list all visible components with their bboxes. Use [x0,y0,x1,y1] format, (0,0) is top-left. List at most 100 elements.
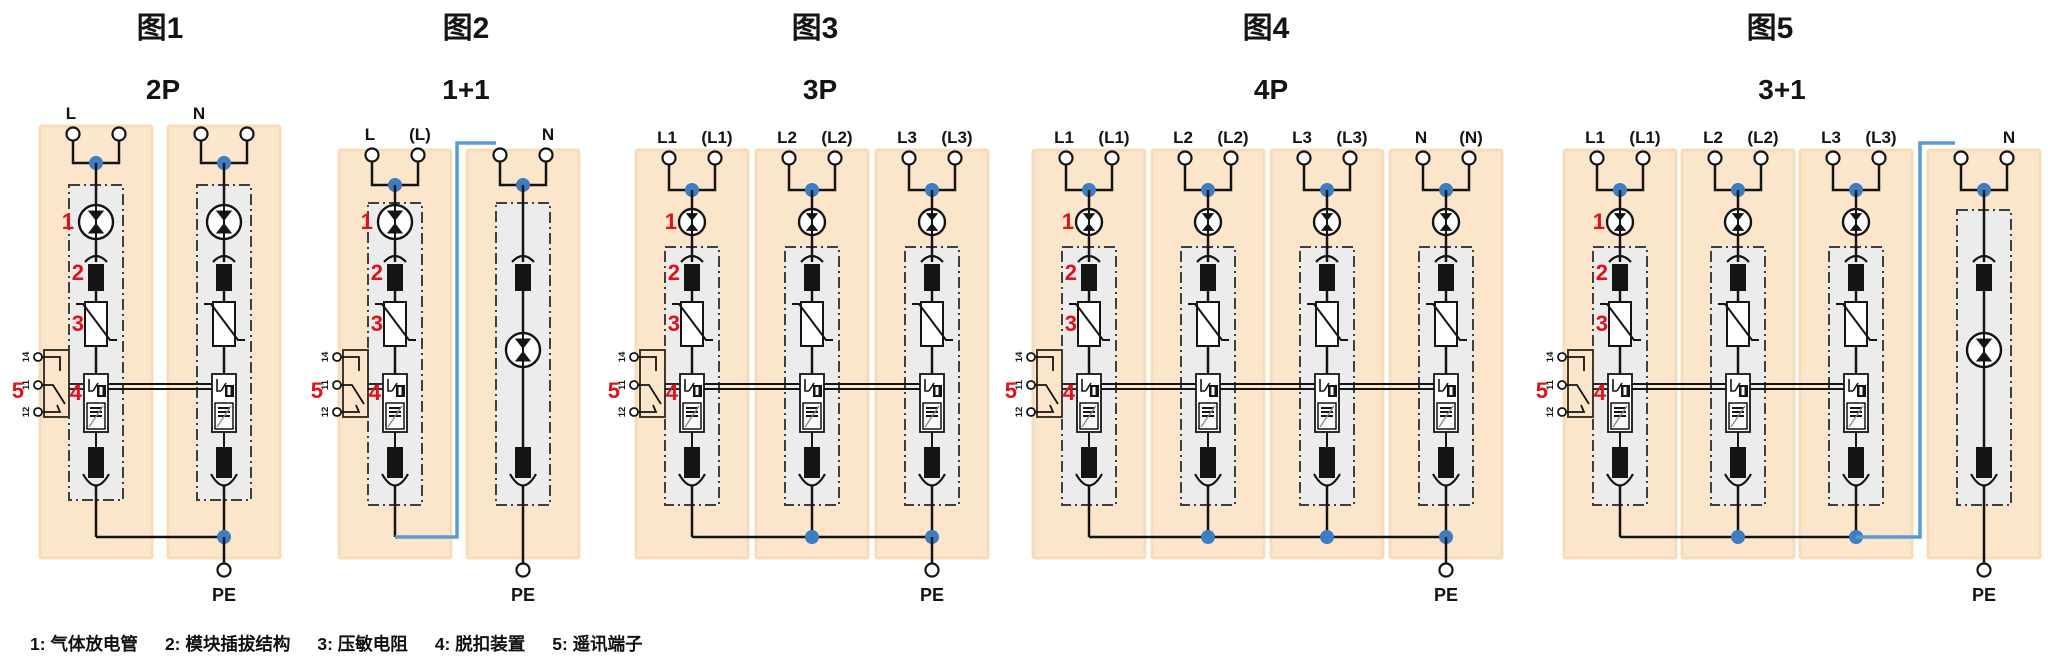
relay-terminal-number: 11 [21,379,32,390]
terminal-label: N [1415,128,1427,147]
terminal-label: L1 [1054,128,1074,147]
relay-terminal [1026,352,1036,362]
screw-terminal [1999,150,2015,166]
relay-terminal-number: 14 [320,351,331,362]
relay-terminal [1026,380,1036,390]
plug-contact-symbol [216,447,232,478]
screw-terminal [1825,150,1841,166]
figure-config: 1+1 [442,74,490,105]
screw-terminal [901,150,917,166]
varistor-symbol [1077,301,1101,347]
spd-module-column: L2(L2) [1150,128,1266,560]
relay-terminal-number: 11 [617,379,628,390]
terminal-label: L3 [1821,128,1841,147]
n-link-wire [395,141,496,539]
pe-terminal [1976,562,1992,578]
screw-terminal [1707,150,1723,166]
screw-terminal [410,147,426,163]
terminal-label: (L3) [1865,128,1896,147]
plug-contact-symbol [1976,447,1992,478]
callout-2: 2 [371,260,383,285]
screw-terminal [193,126,209,142]
plug-contact-symbol [383,254,407,263]
screw-terminal [827,150,843,166]
screw-terminal [1953,150,1969,166]
screw-terminal [1104,150,1120,166]
varistor-symbol [1726,301,1750,347]
relay-terminal-number: 12 [1014,407,1025,418]
callout-5: 5 [12,378,24,403]
terminal-label: (L) [409,125,431,144]
varistor-symbol [1315,301,1339,347]
figure-config: 2P [146,74,180,105]
relay-terminal-number: 12 [320,407,331,418]
relay-terminal [332,407,342,417]
spd-module-column: L2(L2) [754,128,870,560]
relay-terminal [332,352,342,362]
plug-contact-symbol [1612,447,1628,478]
plug-contact-symbol [1608,254,1632,263]
figure-title: 图5 [1747,12,1794,45]
terminal-label: (L1) [701,128,732,147]
varistor-symbol [1196,301,1220,347]
varistor-symbol [1608,301,1632,347]
callout-1: 1 [62,209,74,234]
varistor-symbol [383,301,407,347]
relay-terminal-number: 11 [1545,379,1556,390]
relay-terminal-number: 14 [1545,351,1556,362]
pe-label: PE [1972,585,1996,605]
screw-terminal [1753,150,1769,166]
screw-terminal [1296,150,1312,166]
screw-terminal [1223,150,1239,166]
plug-contact-symbol [1972,254,1996,263]
spd-module-column: N [166,104,282,560]
legend-item-1: 1: 气体放电管 [30,634,138,654]
screw-terminal [661,150,677,166]
plug-contact-symbol [804,447,820,478]
callout-5: 5 [1005,378,1017,403]
relay-terminal [332,380,342,390]
varistor-symbol [680,301,704,347]
junction-dot [805,530,819,544]
spd-module-column: L2(L2) [1680,128,1796,560]
varistor-symbol [920,301,944,347]
callout-1: 1 [665,209,677,234]
terminal-label: (L1) [1629,128,1660,147]
plug-contact-symbol [515,447,531,478]
callout-1: 1 [361,209,373,234]
relay-terminal-number: 12 [617,407,628,418]
figure-title: 图3 [792,12,839,45]
plug-contact-symbol [1319,447,1335,478]
callout-3: 3 [371,311,383,336]
plug-contact-symbol [1726,254,1750,263]
pe-terminal [1438,562,1454,578]
varistor-symbol [800,301,824,347]
screw-terminal [1415,150,1431,166]
callout-4: 4 [1594,380,1607,405]
relay-terminal [1557,407,1567,417]
relay-terminal [1557,352,1567,362]
legend-item-4: 4: 脱扣装置 [434,634,526,654]
screw-terminal [1871,150,1887,166]
callout-4: 4 [70,380,83,405]
screw-terminal [1461,150,1477,166]
screw-terminal [947,150,963,166]
figure-config: 3P [803,74,837,105]
plug-contact-symbol [88,447,104,478]
callout-4: 4 [666,380,679,405]
legend-item-2: 2: 模块插拔结构 [164,634,291,654]
pe-label: PE [920,585,944,605]
screw-terminal [239,126,255,142]
relay-terminal-number: 12 [21,407,32,418]
plug-contact-symbol [511,254,535,263]
terminal-label: (L2) [1217,128,1248,147]
screw-terminal [1635,150,1651,166]
